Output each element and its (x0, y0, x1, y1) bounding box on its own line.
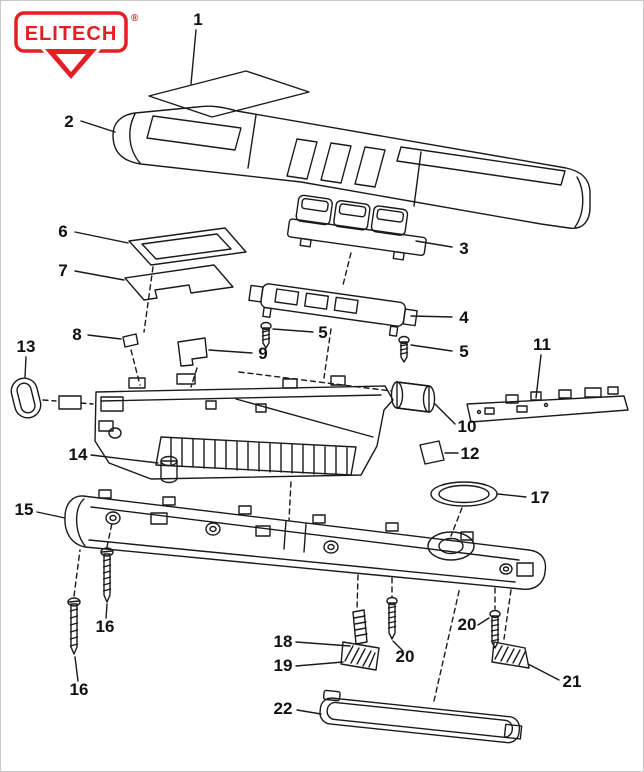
callout-20a: 20 (458, 615, 477, 634)
callout-5a: 5 (318, 323, 327, 342)
part-10-cylinder (390, 381, 436, 413)
part-1-sticker (148, 70, 310, 118)
callout-4: 4 (459, 308, 469, 327)
part-21-wedge (491, 641, 530, 669)
callout-5b: 5 (459, 342, 468, 361)
callout-labels: 1 2 3 4 5 5 6 7 8 9 10 11 12 13 14 15 16… (15, 10, 582, 718)
callout-17: 17 (531, 488, 550, 507)
callout-1: 1 (193, 10, 202, 29)
callout-22: 22 (274, 699, 293, 718)
part-14-post (160, 455, 178, 484)
part-4-button-bracket (248, 283, 418, 337)
callout-20b: 20 (396, 647, 415, 666)
callout-14: 14 (69, 445, 88, 464)
callout-13: 13 (17, 337, 36, 356)
callout-7: 7 (58, 261, 67, 280)
callout-2: 2 (64, 112, 73, 131)
part-16-screw-b (67, 597, 81, 655)
callout-3: 3 (459, 239, 468, 258)
part-19-wedge (340, 641, 380, 671)
callout-16a: 16 (96, 617, 115, 636)
callout-10: 10 (458, 417, 477, 436)
callout-6: 6 (58, 222, 67, 241)
part-20-screw-a (386, 596, 398, 640)
part-2-top-housing (112, 105, 591, 229)
callout-18: 18 (274, 632, 293, 651)
part-7-display-film (124, 264, 234, 301)
callout-leader-lines (24, 29, 560, 715)
registered-trademark: ® (131, 13, 139, 24)
callout-21: 21 (563, 672, 582, 691)
part-13-end-cap (10, 377, 82, 419)
callout-15: 15 (15, 500, 34, 519)
part-15-bottom-housing (64, 489, 547, 591)
part-17-ring (430, 481, 498, 507)
elitech-logo: ELITECH ® (14, 11, 139, 85)
brand-name: ELITECH (25, 23, 118, 45)
part-18-clip (352, 609, 368, 645)
callout-11: 11 (533, 335, 551, 354)
callout-8: 8 (72, 325, 81, 344)
part-22-bottom-cover (319, 689, 523, 744)
part-6-display-lens (128, 227, 247, 266)
part-8-pad (122, 333, 139, 348)
part-16-screw-a (100, 547, 114, 603)
assembly-dashed-lines (42, 252, 512, 702)
part-5-screw-b (398, 335, 410, 363)
part-20-screw-b (489, 609, 501, 649)
callout-9: 9 (258, 344, 267, 363)
logo-triangle-inner (56, 54, 86, 72)
internal-chassis (94, 373, 394, 480)
part-9-clip (177, 337, 208, 367)
callout-12: 12 (461, 444, 480, 463)
callout-19: 19 (274, 656, 293, 675)
part-12-plate (419, 440, 445, 465)
part-11-pcb (466, 386, 629, 423)
part-3-buttons (286, 194, 427, 261)
callout-16b: 16 (70, 680, 89, 699)
part-5-screw-a (260, 321, 272, 349)
